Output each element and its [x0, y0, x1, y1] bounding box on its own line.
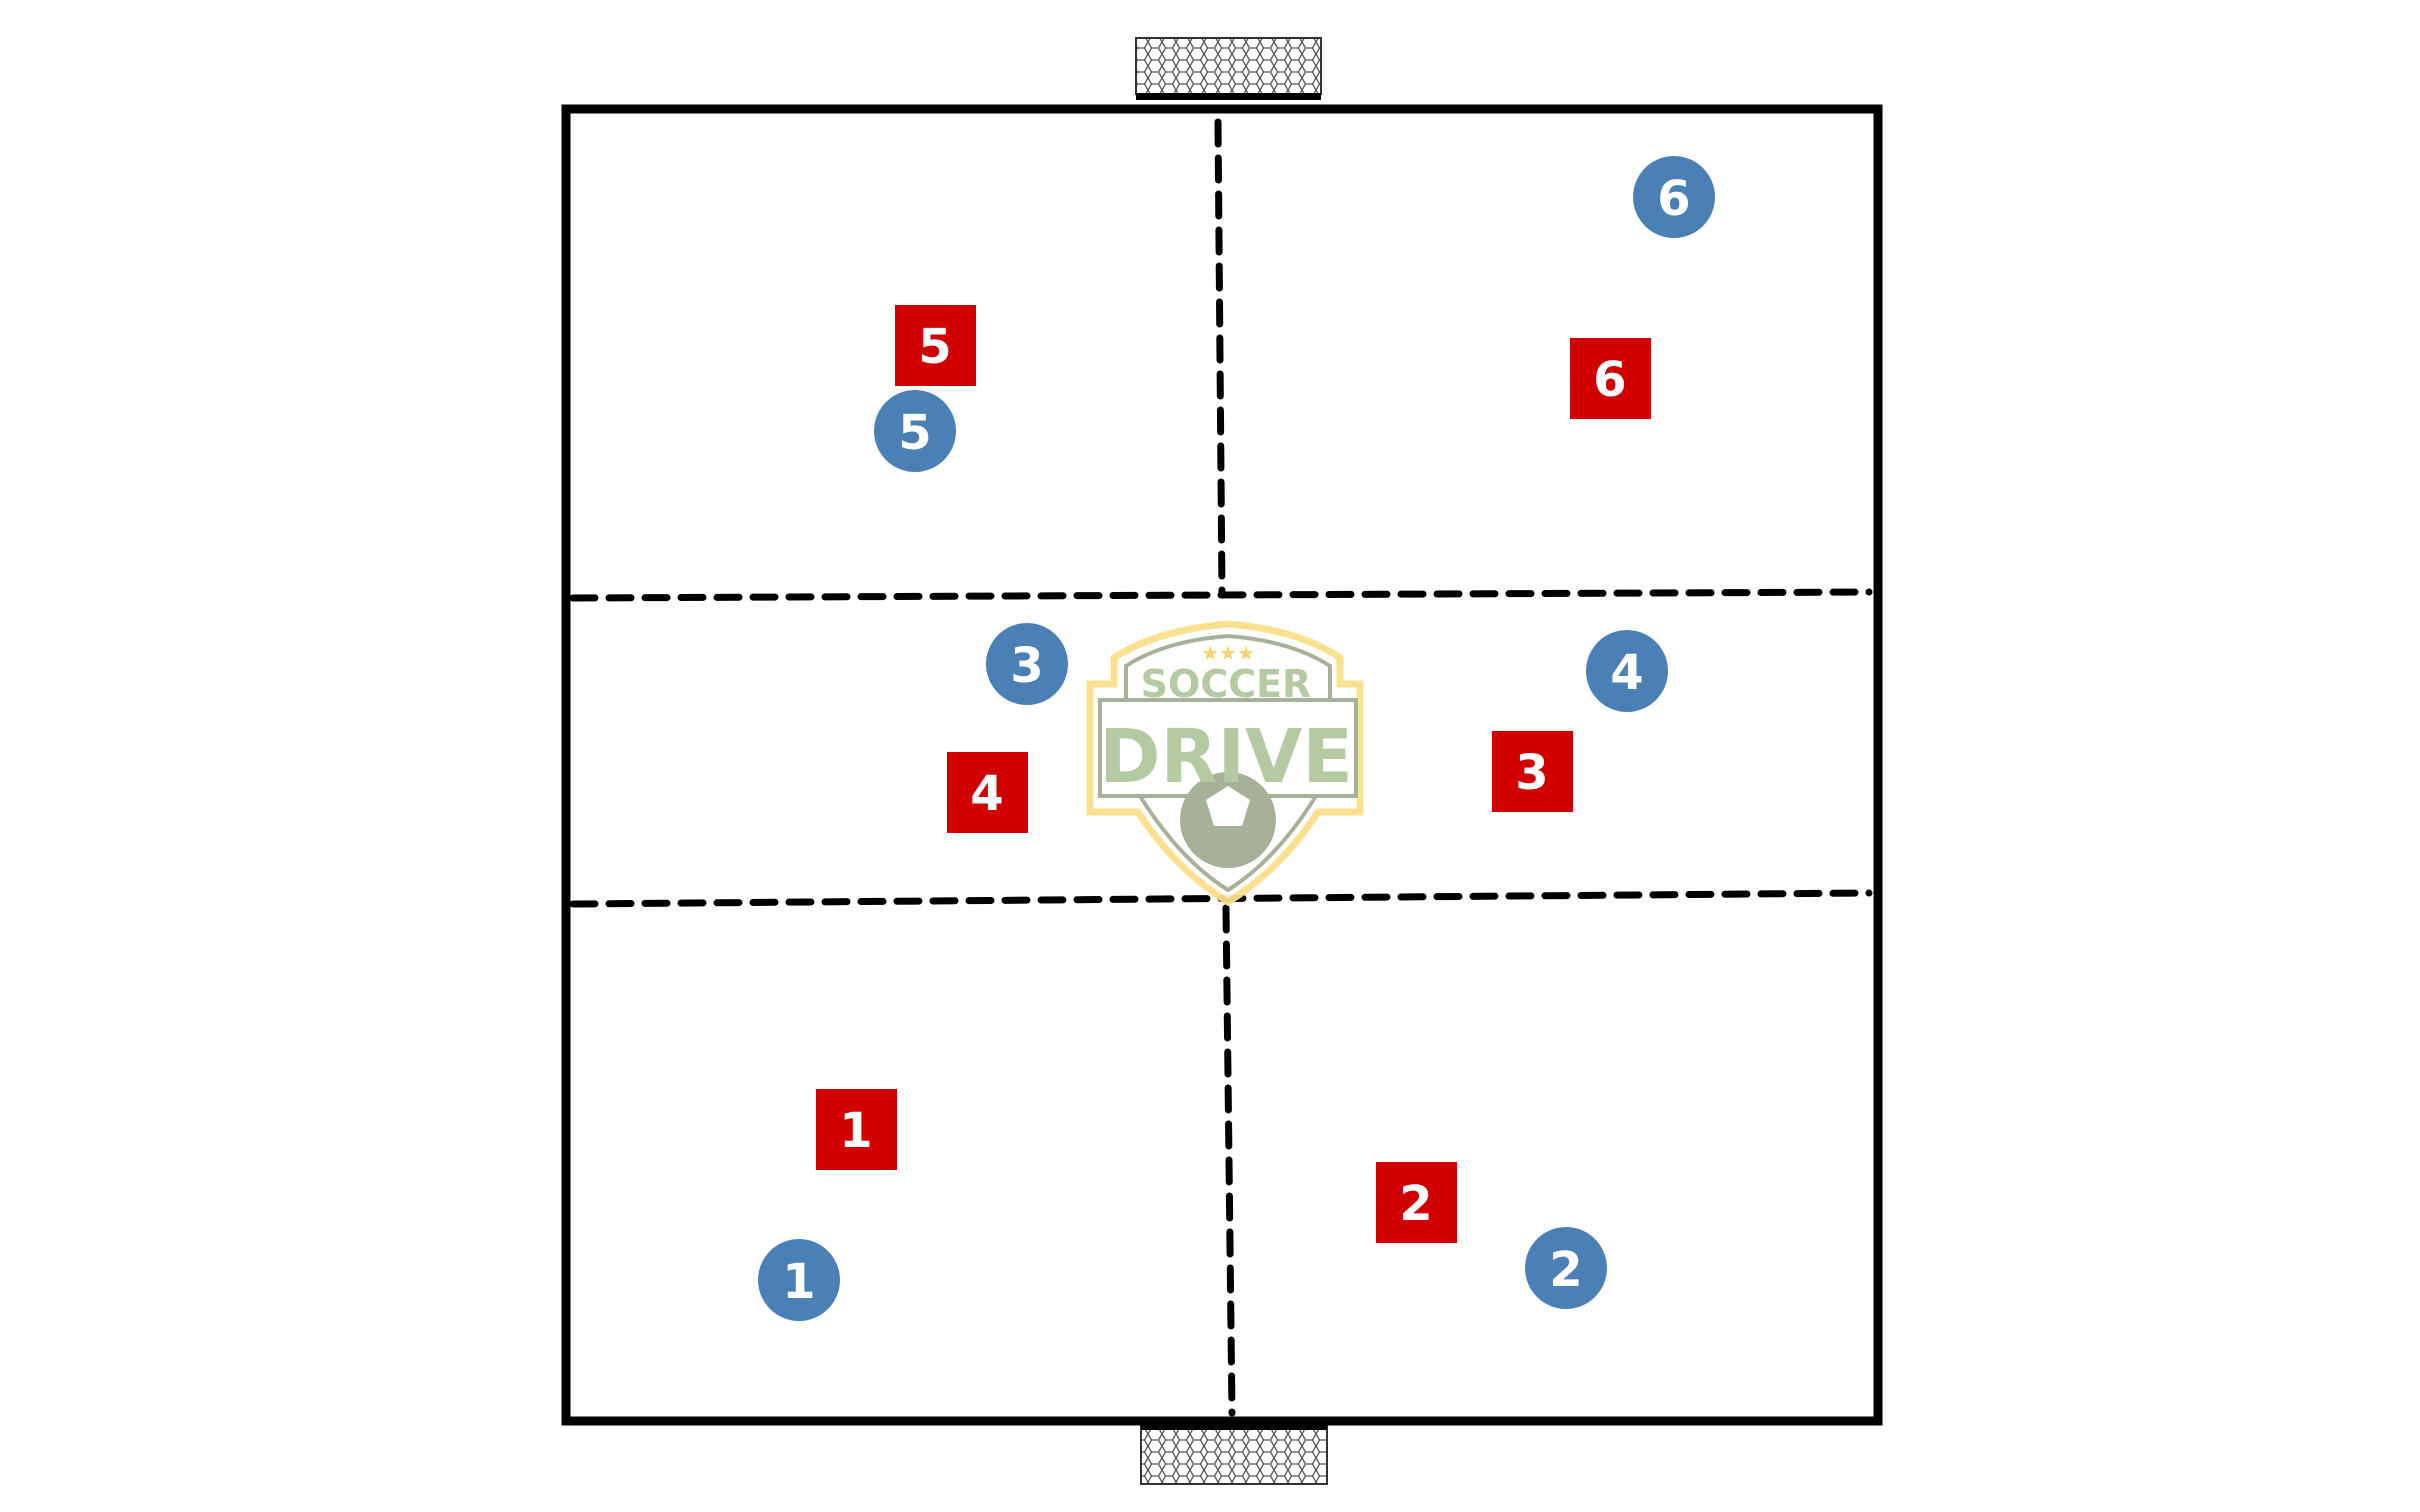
soccer-drive-logo: ★★★ SOCCER DRIVE: [1086, 620, 1364, 907]
field-boundary: [561, 104, 1883, 1426]
bottom-center-dashed-line: [1222, 904, 1236, 1417]
blue-player-3: 3: [986, 623, 1068, 705]
svg-text:5: 5: [898, 405, 931, 461]
svg-text:5: 5: [918, 319, 951, 375]
top-goal: [1135, 37, 1322, 100]
blue-player-5: 5: [874, 390, 956, 472]
top-center-dashed-line: [1214, 118, 1226, 598]
bottom-goal: [1140, 1424, 1328, 1485]
svg-text:1: 1: [839, 1103, 872, 1159]
blue-player-2: 2: [1525, 1227, 1607, 1309]
blue-player-6: 6: [1633, 156, 1715, 238]
red-player-3: 3: [1492, 731, 1573, 812]
red-player-5: 5: [895, 305, 976, 386]
svg-text:2: 2: [1399, 1176, 1432, 1232]
svg-text:3: 3: [1515, 745, 1548, 801]
red-player-4: 4: [947, 752, 1028, 833]
logo-text-drive: DRIVE: [1099, 714, 1353, 800]
svg-text:3: 3: [1010, 638, 1043, 694]
svg-text:6: 6: [1593, 352, 1626, 408]
svg-text:4: 4: [970, 766, 1003, 822]
red-player-2: 2: [1376, 1162, 1457, 1243]
logo-text-soccer: SOCCER: [1141, 662, 1312, 706]
svg-text:4: 4: [1610, 645, 1643, 701]
blue-player-1: 1: [758, 1239, 840, 1321]
red-player-1: 1: [816, 1089, 897, 1170]
upper-horizontal-dashed-line: [569, 588, 1873, 602]
svg-text:2: 2: [1549, 1242, 1582, 1298]
svg-text:1: 1: [782, 1254, 815, 1310]
red-player-6: 6: [1570, 338, 1651, 419]
svg-text:★★★: ★★★: [1201, 641, 1255, 665]
blue-player-4: 4: [1586, 630, 1668, 712]
svg-text:6: 6: [1657, 171, 1690, 227]
